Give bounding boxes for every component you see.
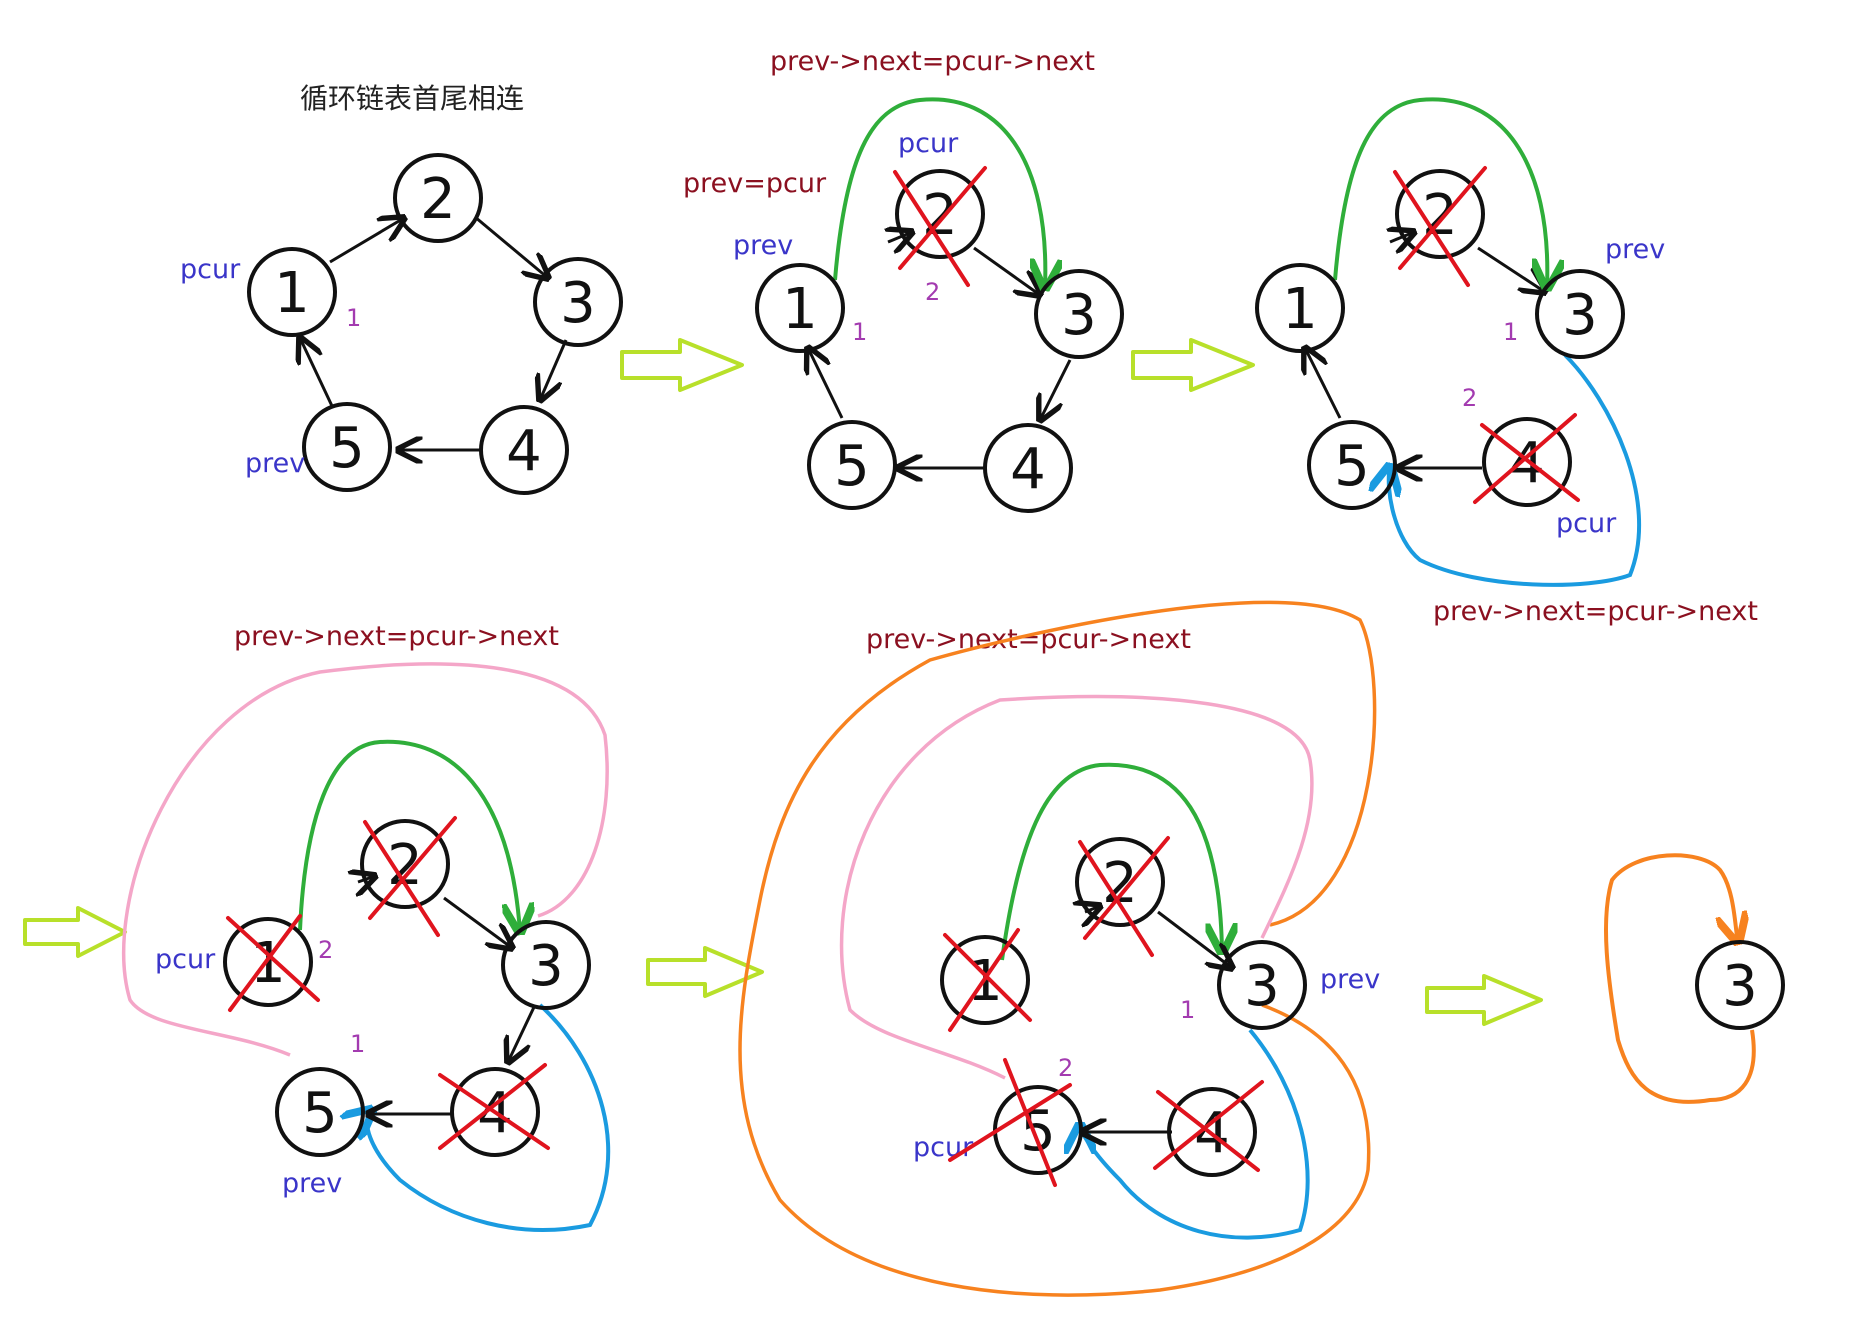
diagram-title: 循环链表首尾相连 xyxy=(300,82,524,115)
node-3: 3 xyxy=(1535,269,1625,359)
panel-delete-node-5: prev->next=pcur->next prev pcur 1 2 1 2 … xyxy=(738,600,1380,1297)
node-4: 4 xyxy=(983,423,1073,513)
node-2: 2 xyxy=(393,153,483,243)
svg-text:5: 5 xyxy=(1334,434,1370,499)
node-4: 4 xyxy=(479,405,569,495)
next-step-arrow xyxy=(1425,974,1543,1026)
label-count-1: 1 xyxy=(350,1030,365,1058)
svg-text:1: 1 xyxy=(274,261,310,326)
node-3: 3 xyxy=(533,257,623,347)
svg-text:2: 2 xyxy=(420,167,456,232)
label-prev: prev xyxy=(282,1168,342,1199)
pink-relink xyxy=(839,694,1314,1080)
label-prev: prev xyxy=(1605,234,1665,265)
blue-relink xyxy=(1080,1028,1310,1240)
delete-cross-icon xyxy=(943,836,1264,1187)
node-2: 2 xyxy=(1395,169,1485,259)
label-pcur: pcur xyxy=(1556,508,1617,539)
node-5: 5 xyxy=(302,402,392,492)
orange-relink xyxy=(738,600,1377,1297)
label-count-2: 2 xyxy=(318,936,333,964)
svg-text:5: 5 xyxy=(329,416,365,481)
svg-text:3: 3 xyxy=(528,934,564,999)
label-assign: prev->next=pcur->next xyxy=(866,624,1191,655)
label-count-2: 2 xyxy=(1462,384,1477,412)
node-2: 2 xyxy=(1075,837,1165,927)
svg-text:1: 1 xyxy=(1282,277,1318,342)
label-assign: prev->next=pcur->next xyxy=(1433,596,1758,627)
label-pcur: pcur xyxy=(180,254,241,285)
label-prev: prev xyxy=(245,448,305,479)
green-relink xyxy=(1333,97,1547,288)
svg-text:1: 1 xyxy=(782,277,818,342)
label-count-1: 1 xyxy=(346,304,361,332)
svg-text:5: 5 xyxy=(834,434,870,499)
label-count-2: 2 xyxy=(1058,1054,1073,1082)
svg-text:3: 3 xyxy=(1244,954,1280,1019)
panel-delete-node-1: prev->next=pcur->next pcur prev 2 1 1 2 … xyxy=(121,621,611,1232)
label-count-2: 2 xyxy=(925,278,940,306)
green-relink xyxy=(1000,762,1222,961)
svg-text:4: 4 xyxy=(506,419,542,484)
node-5: 5 xyxy=(807,420,897,510)
label-pcur: pcur xyxy=(913,1132,974,1163)
svg-text:3: 3 xyxy=(1722,954,1758,1019)
delete-cross-icon xyxy=(1393,166,1580,504)
svg-text:4: 4 xyxy=(1010,437,1046,502)
next-step-arrow xyxy=(646,946,764,998)
node-1: 1 xyxy=(247,247,337,337)
svg-text:5: 5 xyxy=(302,1081,338,1146)
green-relink xyxy=(298,739,520,932)
panel-initial-list: 循环链表首尾相连 1 2 3 4 5 pcur prev 1 xyxy=(180,82,623,495)
node-5: 5 xyxy=(275,1067,365,1157)
self-loop xyxy=(1604,853,1756,1104)
next-step-arrow xyxy=(23,906,127,958)
node-5: 5 xyxy=(1307,420,1397,510)
node-4: 4 xyxy=(1482,417,1572,507)
label-assign: prev->next=pcur->next xyxy=(770,46,1095,77)
svg-text:4: 4 xyxy=(1509,431,1545,496)
label-pcur: pcur xyxy=(898,128,959,159)
label-pcur: pcur xyxy=(155,944,216,975)
panel-final-node: 3 xyxy=(1604,853,1785,1104)
next-step-arrow xyxy=(620,338,744,392)
svg-text:3: 3 xyxy=(1061,283,1097,348)
delete-cross-icon xyxy=(226,816,550,1150)
node-1: 1 xyxy=(755,263,845,353)
label-prev: prev xyxy=(733,230,793,261)
node-1: 1 xyxy=(1255,263,1345,353)
svg-text:3: 3 xyxy=(560,271,596,336)
node-3: 3 xyxy=(1034,269,1124,359)
svg-text:3: 3 xyxy=(1562,283,1598,348)
label-prev: prev xyxy=(1320,964,1380,995)
delete-cross-icon xyxy=(893,166,987,287)
node-3: 3 xyxy=(501,920,591,1010)
blue-relink xyxy=(1389,353,1641,587)
pink-relink xyxy=(121,662,609,1057)
panel-delete-node-2: prev->next=pcur->next prev=pcur pcur pre… xyxy=(683,46,1124,513)
label-assign: prev->next=pcur->next xyxy=(234,621,559,652)
node-3: 3 xyxy=(1217,940,1307,1030)
label-count-1: 1 xyxy=(1503,318,1518,346)
panel-delete-node-4: prev pcur 1 2 prev->next=pcur->next 1 2 … xyxy=(1255,97,1758,627)
green-relink xyxy=(833,97,1045,288)
node-2: 2 xyxy=(895,169,985,259)
label-count-1: 1 xyxy=(1180,996,1195,1024)
label-count-1: 1 xyxy=(852,318,867,346)
next-step-arrow xyxy=(1131,338,1255,392)
label-prev-eq-pcur: prev=pcur xyxy=(683,168,827,199)
node-5: 5 xyxy=(993,1085,1083,1175)
blue-relink xyxy=(367,1003,611,1232)
node-3: 3 xyxy=(1695,940,1785,1030)
